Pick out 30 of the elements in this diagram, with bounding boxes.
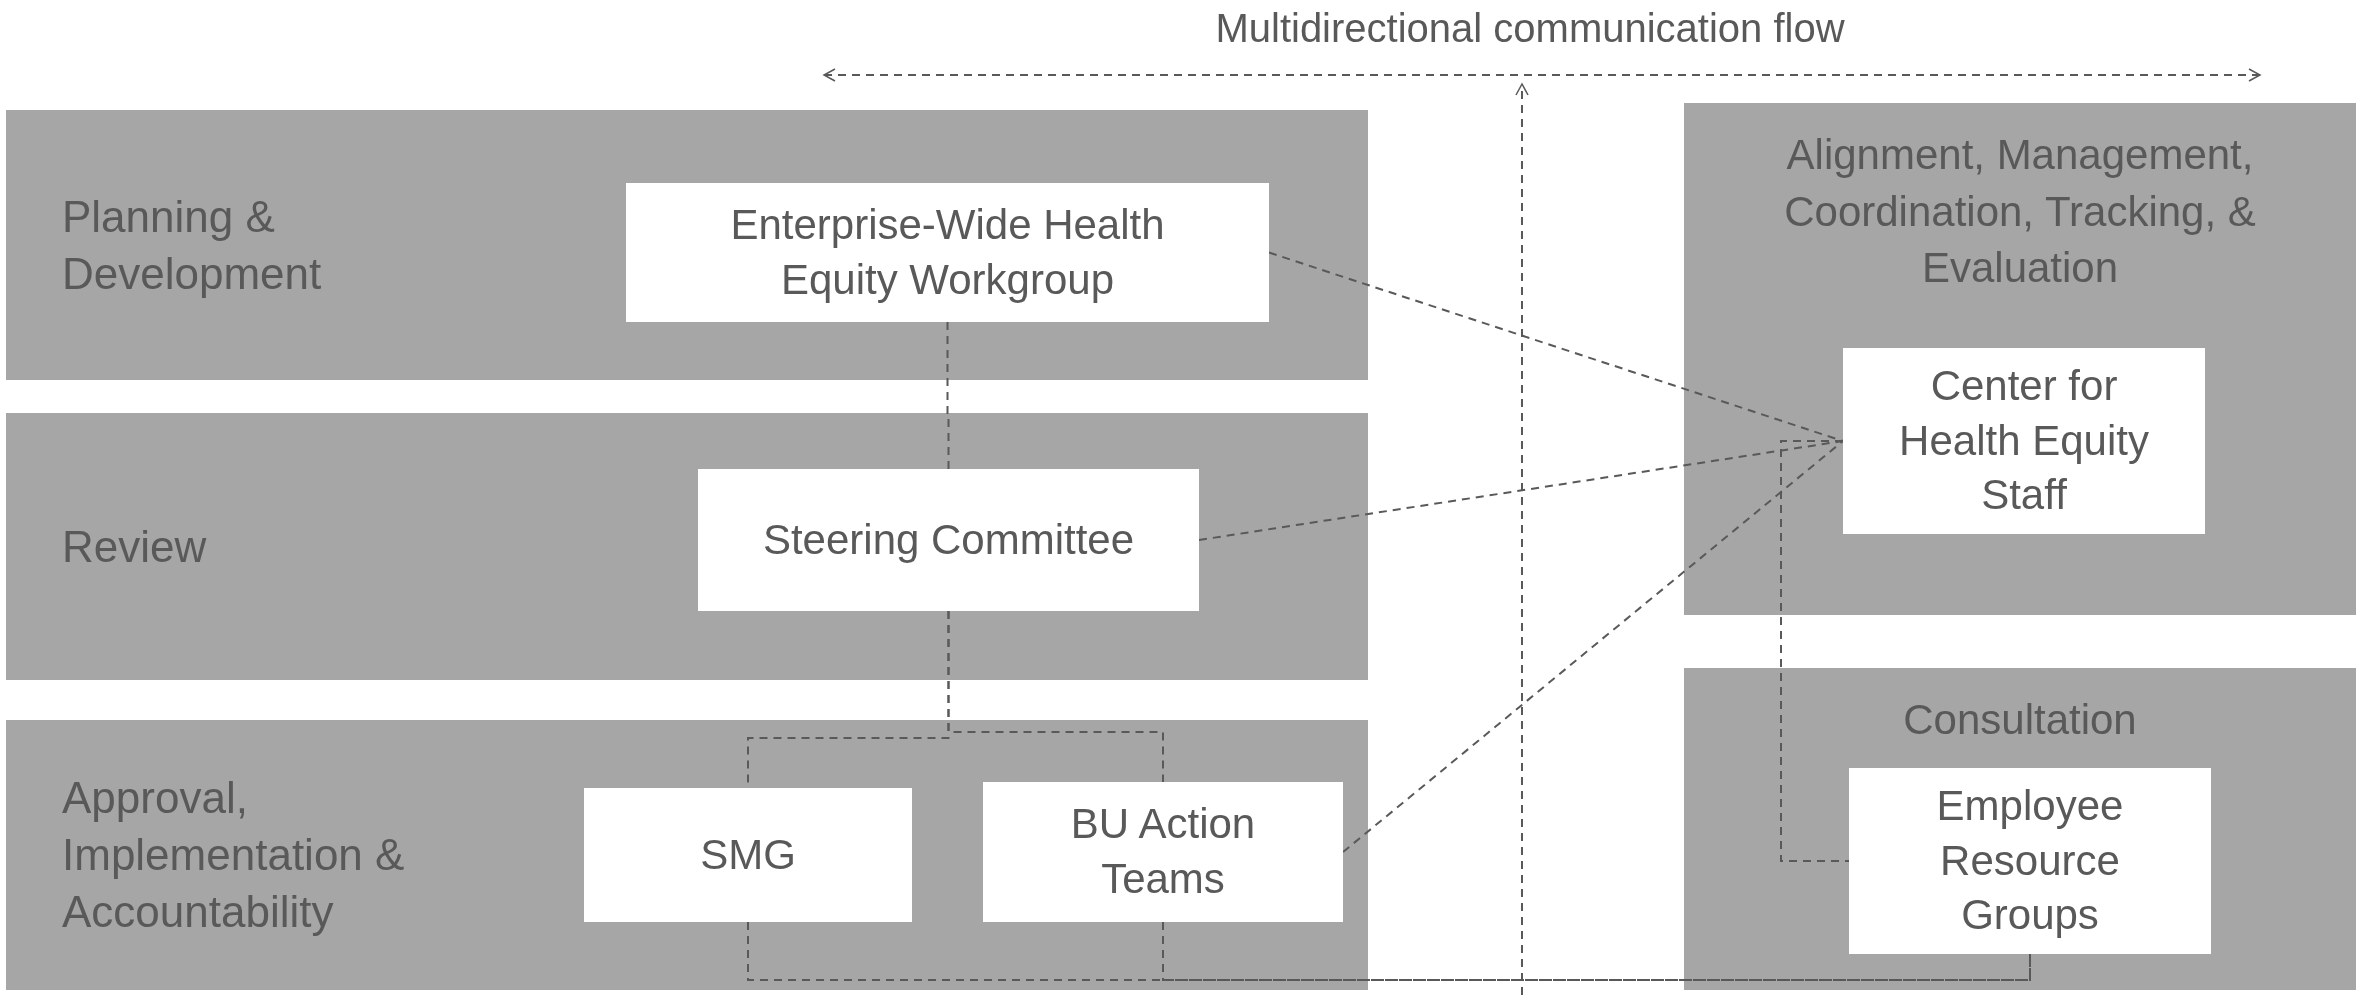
section-band <box>6 720 1368 990</box>
box-label: SMG <box>700 829 796 880</box>
section-label: Approval, Implementation & Accountability <box>62 772 406 939</box>
section-label: Planning & Development <box>62 190 323 300</box>
box-label: Center for Health Equity Staff <box>1898 361 2150 521</box>
section-band <box>1684 103 2356 615</box>
connector-line <box>946 321 950 470</box>
section-band <box>1684 668 2356 990</box>
process-box <box>1843 348 2205 534</box>
connector-line <box>1268 251 1844 442</box>
process-box <box>584 788 912 922</box>
connector-line <box>747 921 2031 981</box>
connector-line <box>1780 440 1850 862</box>
box-label: Steering Committee <box>762 514 1135 565</box>
section-band <box>6 413 1368 680</box>
connector-line <box>1162 921 2031 981</box>
process-box <box>626 183 1269 322</box>
box-label: Enterprise-Wide Health Equity Workgroup <box>729 199 1166 305</box>
section-label: Review <box>62 520 208 573</box>
connector-line <box>1342 440 1844 853</box>
section-label: Consultation <box>1902 695 2138 745</box>
connector-line <box>947 610 1164 783</box>
process-box <box>698 469 1199 611</box>
section-label: Alignment, Management, Coordination, Tracking, & Evaluation <box>1783 130 2257 294</box>
diagram-title: Multidirectional communication flow <box>1214 5 1846 52</box>
process-box <box>983 782 1343 922</box>
box-label: Employee Resource Groups <box>1935 781 2125 941</box>
box-label: BU Action Teams <box>1069 799 1257 904</box>
section-band <box>6 110 1368 380</box>
process-box <box>1849 768 2211 954</box>
